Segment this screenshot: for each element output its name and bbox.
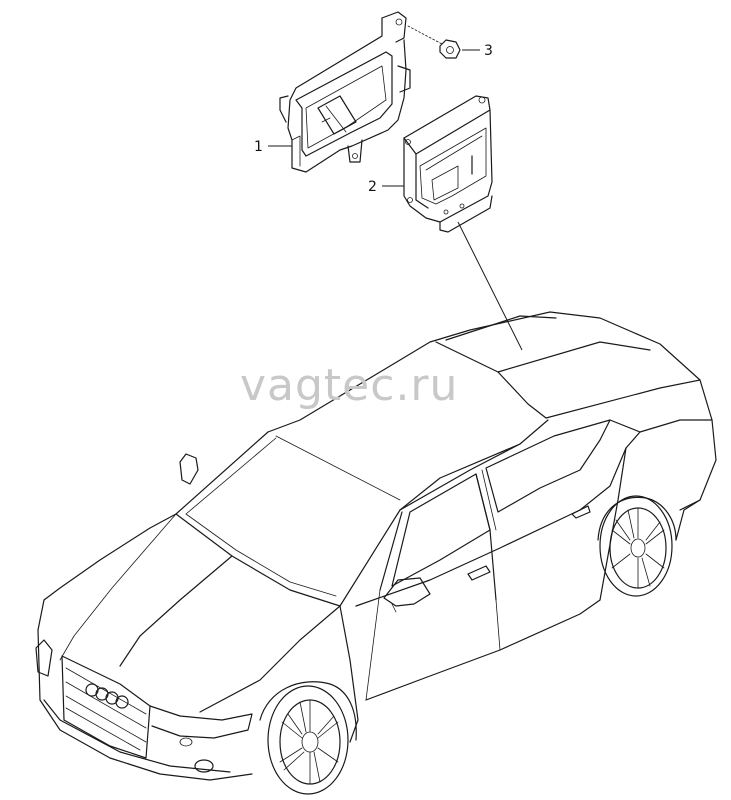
callout-1: 1 [254,139,263,155]
callout-3: 3 [484,43,493,59]
part-3-nut [407,25,461,59]
car-illustration [35,311,717,795]
leader-lines [268,49,523,351]
callout-2: 2 [368,179,377,195]
watermark: vagtec.ru [240,360,458,411]
leader-control-unit-to-car [457,221,523,351]
part-2-control-unit [403,95,493,233]
part-1-mounting-bracket [279,11,411,173]
